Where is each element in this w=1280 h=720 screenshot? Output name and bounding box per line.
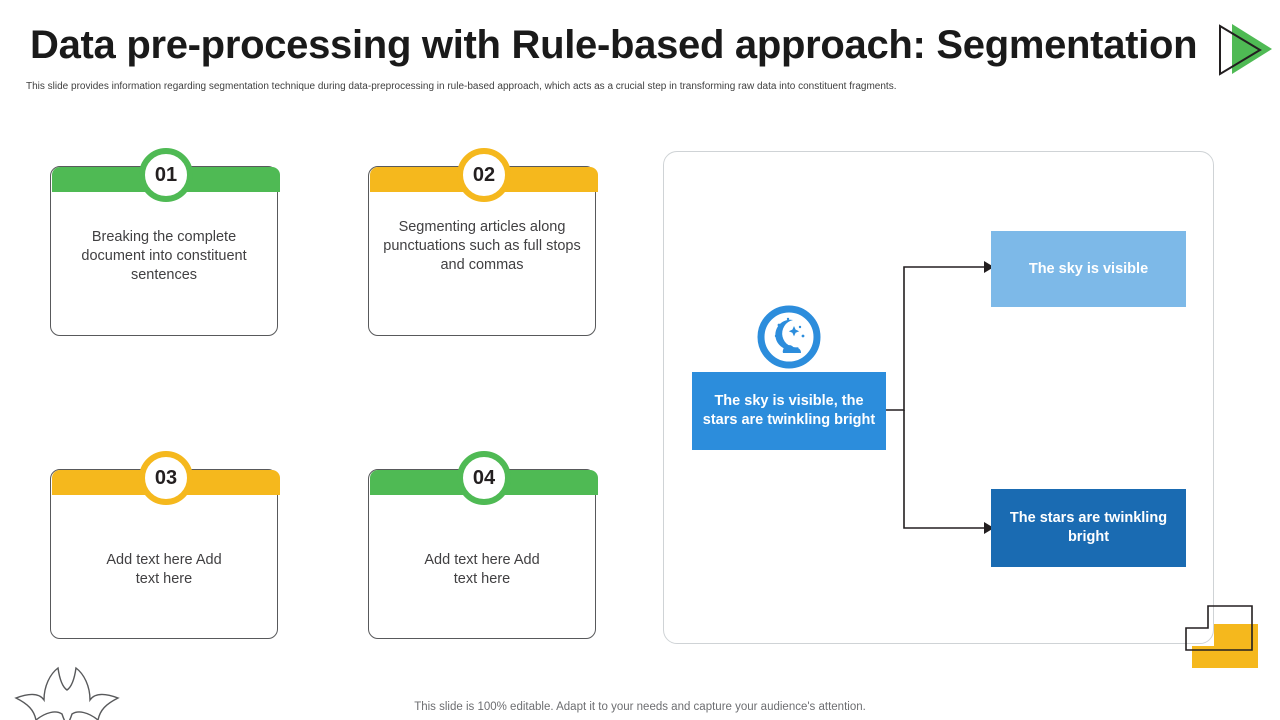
page-subtitle: This slide provides information regardin…	[26, 81, 897, 92]
info-card-03[interactable]: 03 Add text here Add text here	[50, 451, 280, 641]
card-number-badge: 02	[457, 148, 511, 202]
card-text: Add text here Add text here	[424, 552, 540, 588]
card-number-badge: 04	[457, 451, 511, 505]
diagram-output-node-1[interactable]: The sky is visible	[991, 231, 1186, 307]
diagram-source-node[interactable]: The sky is visible, the stars are twinkl…	[692, 372, 886, 450]
card-number-badge: 03	[139, 451, 193, 505]
info-card-02[interactable]: 02 Segmenting articles along punctuation…	[368, 148, 598, 338]
slide-footer-note: This slide is 100% editable. Adapt it to…	[414, 701, 866, 713]
night-sky-moon-icon	[757, 305, 821, 369]
page-title: Data pre-processing with Rule-based appr…	[30, 23, 1198, 67]
info-card-04[interactable]: 04 Add text here Add text here	[368, 451, 598, 641]
diagram-output-node-2[interactable]: The stars are twinkling bright	[991, 489, 1186, 567]
diagram-connector	[880, 255, 1000, 545]
card-text: Add text here Add text here	[106, 552, 222, 588]
card-number-badge: 01	[139, 148, 193, 202]
card-text: Breaking the complete document into cons…	[81, 229, 247, 284]
yellow-l-shape-decoration	[1178, 602, 1278, 668]
info-card-01[interactable]: 01 Breaking the complete document into c…	[50, 148, 280, 338]
starburst-outline-decoration	[14, 664, 120, 720]
green-play-triangle-logo	[1212, 18, 1276, 80]
card-text: Segmenting articles along punctuations s…	[383, 219, 581, 274]
